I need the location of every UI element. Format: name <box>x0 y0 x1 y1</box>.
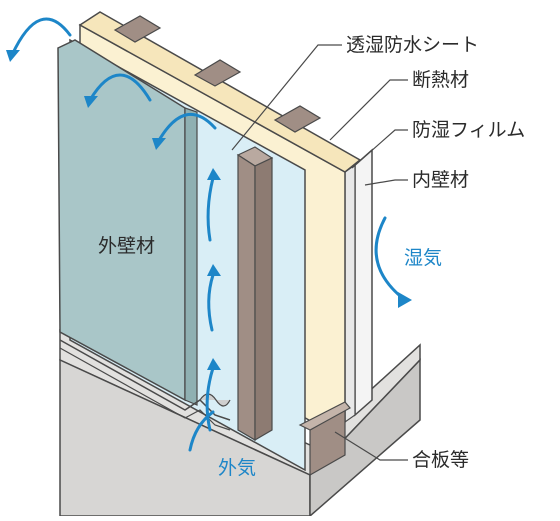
airflow-arrows <box>10 17 407 452</box>
vertical-stud <box>236 146 274 442</box>
outside-air-label: 外気 <box>218 457 256 479</box>
exterior-wall-panel <box>57 39 231 431</box>
plywood-label: 合板等 <box>412 449 469 471</box>
insulation-label: 断熱材 <box>412 69 469 91</box>
top-studs <box>113 15 322 133</box>
plywood-board <box>298 401 351 477</box>
exterior-wall-label: 外壁材 <box>98 235 155 257</box>
arrow-heads <box>6 50 412 370</box>
interior-wall-label: 内壁材 <box>412 169 469 191</box>
interior-wall-board <box>344 148 373 424</box>
vapor-film-label: 防湿フィルム <box>412 119 525 141</box>
leader-lines <box>231 44 408 461</box>
breathable-sheet-label: 透湿防水シート <box>346 34 479 56</box>
moisture-label: 湿気 <box>404 247 442 269</box>
